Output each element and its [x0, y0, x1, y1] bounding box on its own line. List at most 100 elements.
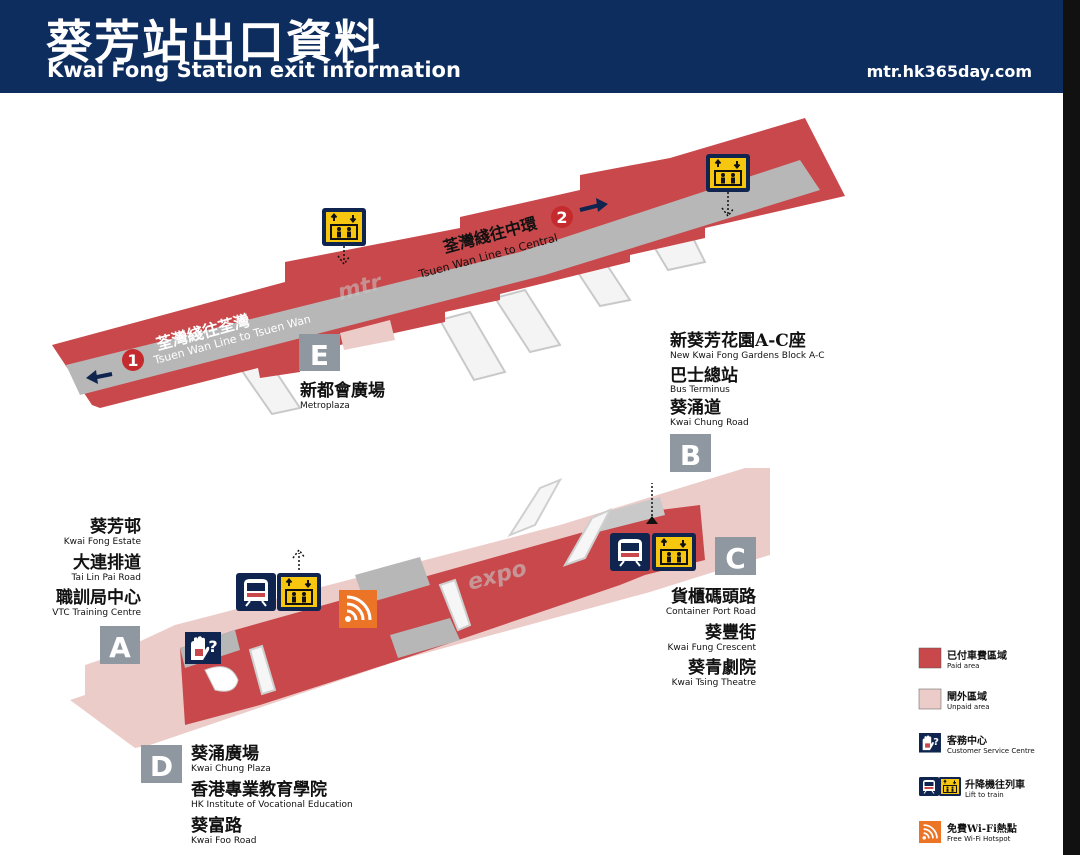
destination-zh: 新葵芳花園A-C座 — [670, 330, 806, 351]
legend: 已付車費區域 Paid area 閘外區域 Unpaid area 客務中心 C… — [918, 647, 1035, 844]
wifi-icon — [918, 820, 942, 844]
exit-d-box[interactable] — [141, 745, 182, 783]
header-bar: 葵芳站出口資料 Kwai Fong Station exit informati… — [0, 0, 1063, 93]
destination-en: Kwai Fong Estate — [64, 537, 142, 547]
right-edge-strip — [1063, 0, 1080, 855]
customer-service-icon — [919, 733, 941, 753]
exit-e[interactable]: E — [299, 334, 340, 372]
lift-icon — [938, 776, 962, 797]
destination-zh: 貨櫃碼頭路 — [671, 586, 757, 607]
lift-marker-upper-right — [721, 192, 735, 218]
legend-label-zh: 升降機往列車 — [965, 778, 1025, 791]
destination-zh: 新都會廣場 — [300, 380, 385, 401]
legend-label-zh: 閘外區域 — [947, 690, 987, 703]
exit-c-box[interactable] — [715, 537, 756, 575]
destination-zh: 葵涌道 — [670, 397, 721, 418]
lift-icon — [705, 153, 751, 193]
legend-item-unpaid: 閘外區域 Unpaid area — [918, 688, 990, 711]
platform-track-strip — [66, 160, 820, 395]
train-icon — [918, 776, 940, 797]
destination-en: Kwai Chung Plaza — [191, 764, 271, 774]
unpaid-area-swatch — [918, 688, 942, 710]
lift-icon — [651, 532, 697, 572]
arrow-head-left-icon — [86, 370, 98, 384]
destination-en: VTC Training Centre — [52, 608, 141, 618]
destination-en: HK Institute of Vocational Education — [191, 800, 353, 810]
legend-label-en: Customer Service Centre — [947, 747, 1035, 755]
destination-en: Kwai Foo Road — [191, 836, 256, 846]
lift-marker-lower-left — [292, 548, 306, 570]
exit-d[interactable]: D — [141, 745, 182, 783]
legend-label-en: Lift to train — [965, 791, 1004, 799]
exit-c-destinations: 貨櫃碼頭路 Container Port Road 葵豐街 Kwai Fung … — [666, 586, 757, 688]
concourse-level: expo — [70, 468, 770, 748]
lift-icon — [276, 572, 322, 612]
platform-1-badge — [122, 349, 144, 371]
arrow-head-right-icon — [596, 198, 608, 212]
train-icon — [235, 572, 277, 612]
lift-marker-upper-left — [337, 246, 351, 266]
destination-zh: 葵涌廣場 — [191, 743, 259, 764]
destination-zh: 葵芳邨 — [90, 516, 141, 537]
platform-1-number: 1 — [127, 351, 138, 370]
exit-a-letter: A — [109, 631, 131, 664]
exit-b-box[interactable] — [670, 434, 711, 472]
destination-zh: 葵豐街 — [705, 622, 756, 643]
destination-en: New Kwai Fong Gardens Block A-C — [670, 351, 825, 361]
legend-item-wifi: 免費Wi-Fi熱點 Free Wi-Fi Hotspot — [918, 820, 1017, 844]
exit-e-box[interactable] — [299, 334, 340, 371]
lift-icon — [321, 207, 367, 247]
page-title-chinese: 葵芳站出口資料 — [46, 15, 382, 69]
exit-c-letter: C — [725, 542, 746, 575]
exit-a[interactable]: A — [100, 626, 140, 664]
destination-zh: 大連排道 — [73, 552, 141, 573]
escalators-concourse — [248, 478, 613, 696]
platform-2-badge — [551, 206, 573, 228]
arrow-up-icon — [646, 516, 658, 524]
exit-a-destinations: 葵芳邨 Kwai Fong Estate 大連排道 Tai Lin Pai Ro… — [52, 516, 141, 618]
concourse-corridor — [595, 497, 665, 532]
exit-e-letter: E — [310, 339, 329, 372]
service-counter — [204, 666, 239, 692]
platform-2-number: 2 — [556, 208, 567, 227]
arrow-right-icon — [579, 203, 601, 212]
platform-unpaid-connector — [340, 320, 395, 350]
platform-level: 1 荃灣綫往荃灣 Tsuen Wan Line to Tsuen Wan 2 荃… — [52, 118, 845, 416]
exit-e-destinations: 新都會廣場 Metroplaza — [300, 380, 385, 411]
destination-zh: 香港專業教育學院 — [191, 779, 327, 800]
legend-item-csc: 客務中心 Customer Service Centre — [919, 733, 1035, 755]
exit-b[interactable]: B — [670, 434, 711, 472]
legend-label-en: Free Wi-Fi Hotspot — [947, 835, 1011, 843]
exit-b-destinations: 新葵芳花園A-C座 New Kwai Fong Gardens Block A-… — [670, 330, 825, 428]
exit-d-letter: D — [150, 750, 173, 783]
exit-a-box[interactable] — [100, 626, 140, 664]
destination-zh: 葵青劇院 — [688, 657, 756, 678]
destination-en: Metroplaza — [300, 401, 350, 411]
page-title-english: Kwai Fong Station exit information — [47, 58, 461, 82]
legend-item-paid: 已付車費區域 Paid area — [918, 647, 1007, 670]
paid-area-swatch — [918, 647, 942, 669]
destination-en: Tai Lin Pai Road — [71, 573, 141, 583]
legend-label-en: Paid area — [947, 662, 979, 670]
legend-label-zh: 客務中心 — [946, 734, 987, 747]
customer-service-icon — [185, 632, 221, 664]
legend-label-zh: 已付車費區域 — [947, 649, 1007, 662]
legend-item-lift: 升降機往列車 Lift to train — [918, 776, 1025, 799]
exit-c[interactable]: C — [715, 537, 756, 575]
exit-b-letter: B — [680, 439, 701, 472]
legend-label-zh: 免費Wi-Fi熱點 — [947, 822, 1017, 835]
wifi-icon — [337, 588, 379, 630]
destination-zh: 葵富路 — [191, 815, 243, 836]
website-label: mtr.hk365day.com — [866, 62, 1032, 81]
destination-en: Kwai Fung Crescent — [667, 643, 756, 653]
concourse-corridor — [390, 618, 460, 658]
destination-zh: 職訓局中心 — [56, 587, 141, 608]
destination-en: Container Port Road — [666, 607, 756, 617]
destination-zh: 巴士總站 — [670, 365, 738, 386]
exit-d-destinations: 葵涌廣場 Kwai Chung Plaza 香港專業教育學院 HK Instit… — [191, 743, 353, 846]
legend-label-en: Unpaid area — [947, 703, 990, 711]
destination-en: Kwai Chung Road — [670, 418, 749, 428]
destination-en: Kwai Tsing Theatre — [672, 678, 757, 688]
destination-en: Bus Terminus — [670, 385, 730, 395]
